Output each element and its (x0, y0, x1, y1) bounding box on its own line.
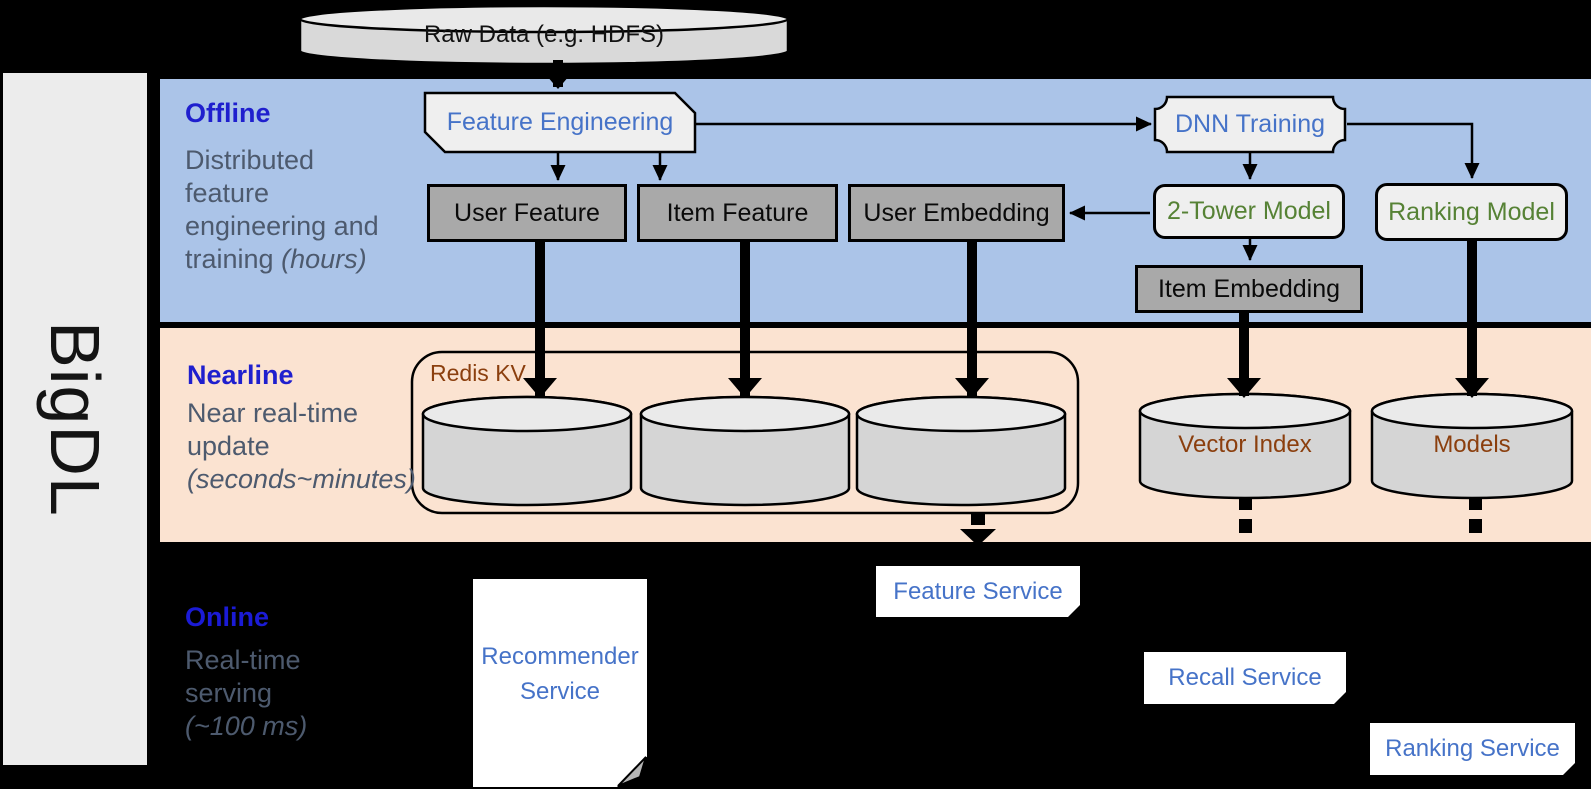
two-tower-model-box: 2-Tower Model (1153, 184, 1345, 239)
redis-cylinder-1 (421, 395, 633, 507)
raw-data-label: Raw Data (e.g. HDFS) (423, 21, 665, 49)
ranking-model-box: Ranking Model (1375, 183, 1568, 241)
nearline-desc-text: Near real-time update (187, 398, 359, 461)
offline-desc-italic: (hours) (281, 244, 367, 274)
redis-cylinder-2 (639, 395, 851, 507)
online-desc-italic: (~100 ms) (185, 711, 308, 741)
online-description: Real-time serving (~100 ms) (185, 644, 340, 743)
redis-cylinder-3 (855, 395, 1067, 507)
recommender-service-shape (473, 579, 647, 787)
dnn-training-shape (1153, 95, 1347, 154)
vector-index-label: Vector Index (1178, 431, 1312, 459)
item-feature-box: Item Feature (637, 184, 838, 242)
feature-engineering-label: Feature Engineering (446, 108, 674, 137)
recall-service-shape (1144, 652, 1356, 711)
thick-arrows (523, 60, 1489, 398)
raw-data-cylinder-shape (298, 4, 790, 66)
user-embedding-box: User Embedding (848, 184, 1065, 242)
dash-vector-index-2 (1239, 519, 1252, 533)
models-cylinder (1370, 392, 1574, 500)
ranking-service-shape (1370, 723, 1585, 782)
nearline-desc-italic: (seconds~minutes) (187, 464, 416, 494)
recommender-service-label: Recommender Service (481, 643, 639, 705)
models-label: Models (1433, 431, 1511, 459)
recall-service-label: Recall Service (1168, 664, 1322, 692)
dash-models-2 (1469, 519, 1482, 533)
dashed-connectors (960, 497, 1482, 546)
bigdl-sidebar (3, 73, 147, 765)
arrow-dnn-to-ranking-model (1347, 122, 1480, 179)
vector-index-cylinder (1138, 392, 1352, 500)
thin-arrows (550, 116, 1480, 261)
dnn-training-label: DNN Training (1174, 110, 1326, 139)
offline-desc-text: Distributed feature engineering and trai… (185, 145, 379, 274)
user-feature-box: User Feature (427, 184, 627, 242)
online-desc-text: Real-time serving (185, 645, 301, 708)
item-embedding-box: Item Embedding (1135, 265, 1363, 313)
arrowhead-redis-to-feature-service (960, 529, 996, 546)
dash-redis-to-feature-service (971, 514, 985, 525)
ranking-service-label: Ranking Service (1385, 735, 1560, 763)
feature-engineering-shape (423, 91, 697, 154)
nearline-description: Near real-time update (seconds~minutes) (187, 397, 427, 496)
offline-description: Distributed feature engineering and trai… (185, 144, 390, 276)
offline-title: Offline (185, 98, 271, 128)
online-title: Online (185, 602, 270, 632)
feature-service-label: Feature Service (893, 577, 1063, 605)
dash-models-1 (1469, 497, 1482, 510)
feature-service-shape (876, 566, 1090, 624)
nearline-title: Nearline (187, 360, 294, 390)
dash-vector-index-1 (1239, 497, 1252, 510)
redis-kv-label: Redis KV (430, 360, 526, 386)
